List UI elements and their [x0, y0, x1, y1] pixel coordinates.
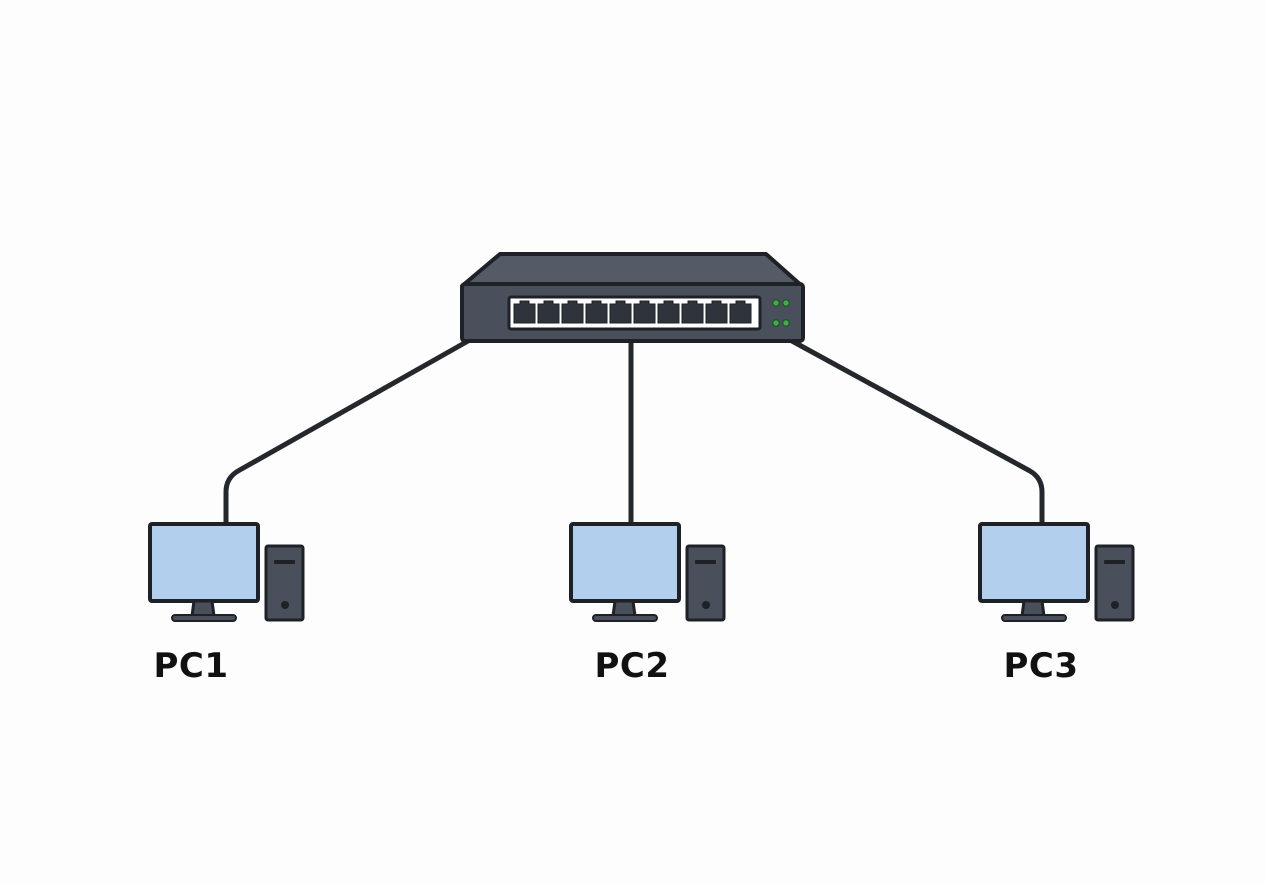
ethernet-port-icon — [585, 300, 608, 324]
desktop-computer-icon — [569, 522, 726, 622]
cable-pc1 — [223, 338, 471, 525]
status-led-icon — [782, 319, 790, 327]
pc1-label: PC1 — [153, 646, 229, 686]
ethernet-port-icon — [729, 300, 752, 324]
drive-slot — [695, 560, 716, 564]
monitor-base — [592, 614, 658, 622]
pc3-label: PC3 — [1003, 646, 1079, 686]
status-led-icon — [772, 299, 780, 307]
switch-ports — [513, 300, 752, 324]
monitor-stand — [190, 599, 216, 618]
ethernet-port-icon — [633, 300, 656, 324]
switch-top — [460, 252, 804, 288]
ethernet-port-icon — [657, 300, 680, 324]
monitor-screen — [148, 522, 260, 603]
desktop-computer-icon — [148, 522, 305, 622]
switch-leds — [772, 299, 790, 327]
monitor-screen — [978, 522, 1090, 603]
monitor-base — [171, 614, 237, 622]
monitor-stand — [611, 599, 637, 618]
cable-pc3 — [789, 338, 1045, 525]
power-button-icon — [702, 601, 710, 609]
ethernet-port-icon — [681, 300, 704, 324]
drive-slot — [274, 560, 295, 564]
status-led-icon — [772, 319, 780, 327]
power-button-icon — [281, 601, 289, 609]
monitor-stand — [1020, 599, 1046, 618]
desktop-computer-icon — [978, 522, 1135, 622]
cables — [223, 338, 1045, 525]
ethernet-port-icon — [537, 300, 560, 324]
power-button-icon — [1111, 601, 1119, 609]
status-led-icon — [782, 299, 790, 307]
monitor-base — [1001, 614, 1067, 622]
computer-tower — [264, 544, 305, 622]
drive-slot — [1104, 560, 1125, 564]
monitor-screen — [569, 522, 681, 603]
ethernet-port-icon — [513, 300, 536, 324]
computer-tower — [685, 544, 726, 622]
network-switch-icon — [460, 252, 805, 343]
ethernet-port-icon — [609, 300, 632, 324]
pc2-label: PC2 — [594, 646, 670, 686]
ethernet-port-icon — [561, 300, 584, 324]
ethernet-port-icon — [705, 300, 728, 324]
computer-tower — [1094, 544, 1135, 622]
